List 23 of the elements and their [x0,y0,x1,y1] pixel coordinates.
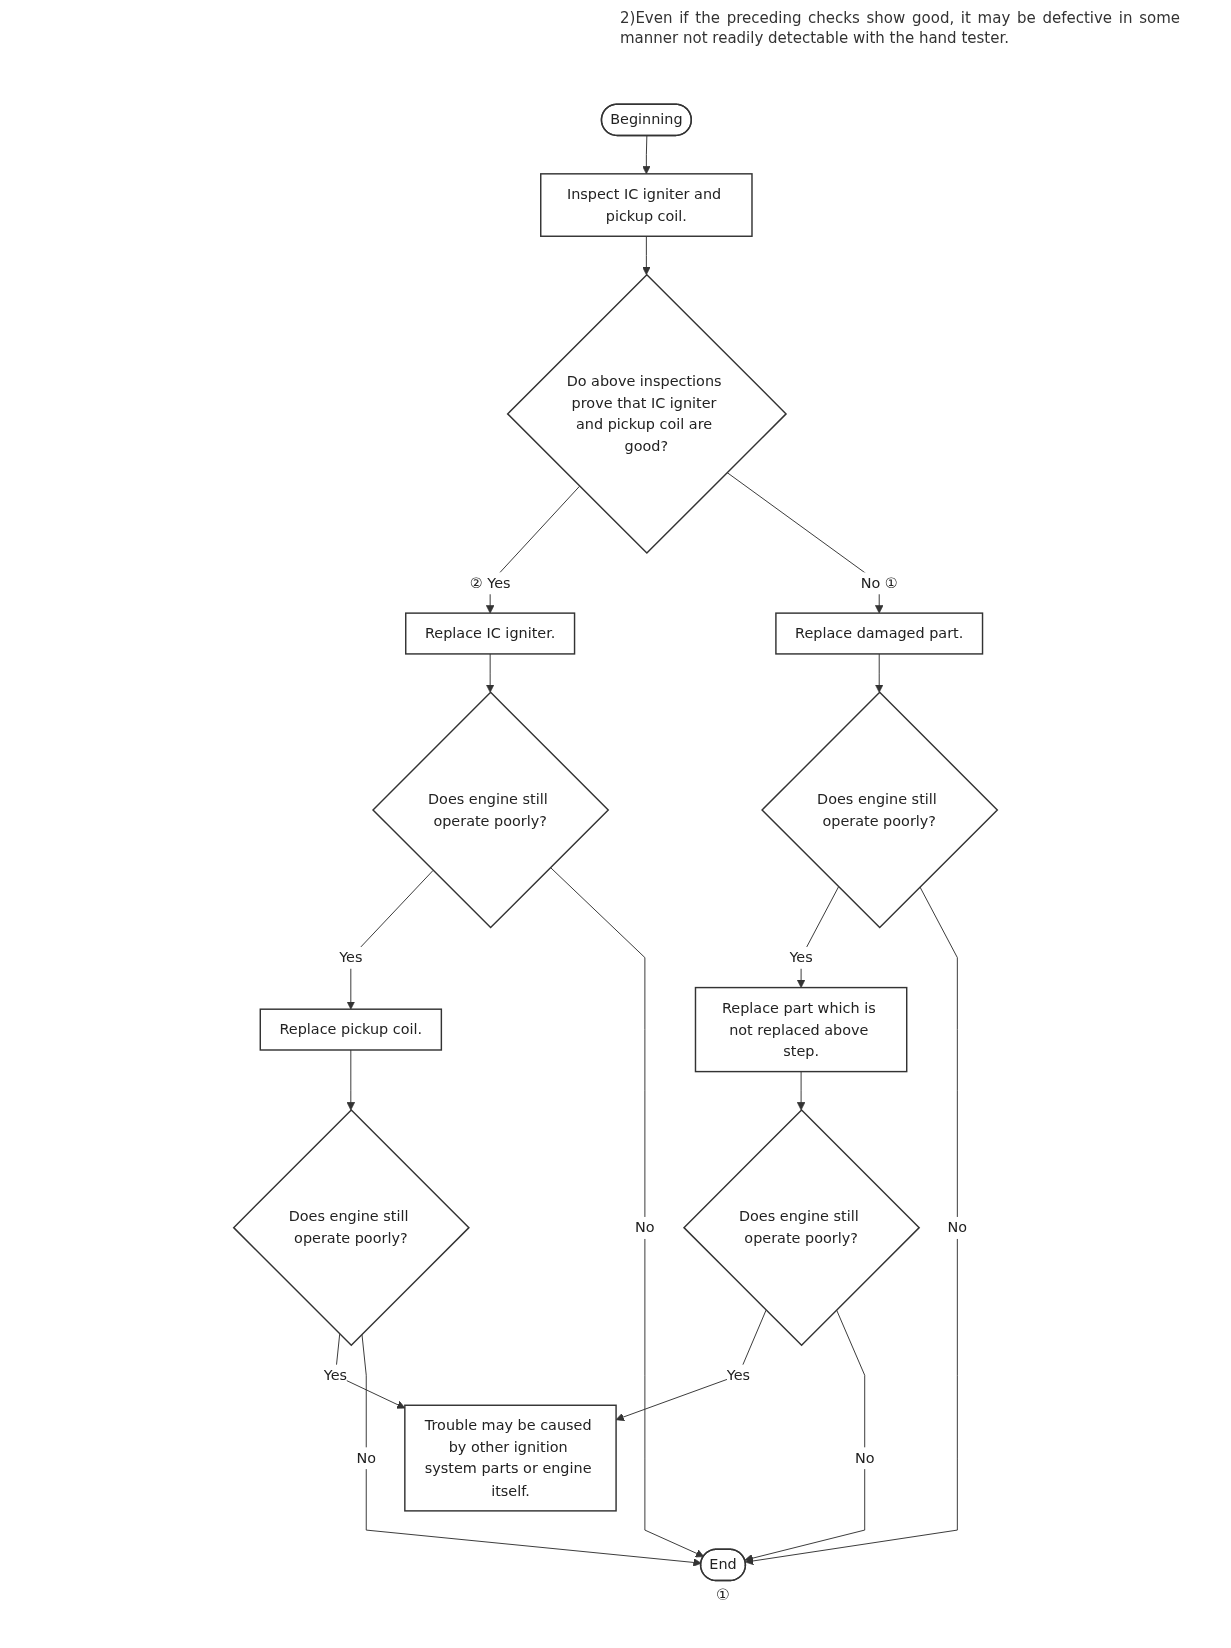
note-text: 2)Even if the preceding checks show good, it may be defective in some manner not readily detectable with the hand tester. [620,8,1180,49]
edge-label: Yes [726,1366,751,1384]
edge-label: Yes [339,948,363,966]
node-diamond: Do above inspections prove that IC igniter and pickup coil are good? [506,273,788,555]
node-box: Replace pickup coil. [259,1008,443,1051]
node-box: Trouble may be caused by other ignition system parts or engine itself. [404,1404,617,1512]
node-box: Replace part which is not replaced above step. [694,986,908,1073]
edge-label: No [947,1218,968,1237]
edge-label: No ① [860,574,898,592]
node-diamond: Does engine still operate poorly? [682,1109,921,1347]
node-diamond: Does engine still operate poorly? [232,1109,470,1347]
edge-label: No [635,1218,655,1237]
edge-label: No [356,1449,377,1467]
node-box: Replace IC igniter. [405,612,576,655]
node-diamond: Does engine still operate poorly? [761,691,999,929]
beside-text: ① [716,1585,730,1604]
edge-label: No [854,1449,875,1467]
edge-label: Yes [789,948,813,966]
node-box: Inspect IC igniter and pickup coil. [540,173,753,237]
edge-label: ② Yes [469,574,511,592]
node-box: Replace damaged part. [775,612,984,655]
node-diamond: Does engine still operate poorly? [372,691,610,929]
edge-label: Yes [323,1366,348,1384]
